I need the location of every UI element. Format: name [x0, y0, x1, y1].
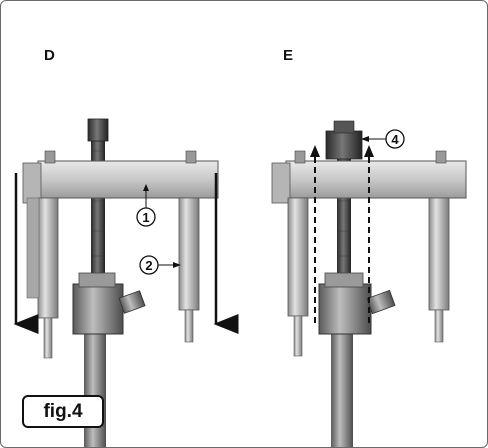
panel-d-tool [13, 118, 239, 447]
side-fitting-e [366, 289, 396, 315]
right-leg [178, 197, 200, 311]
up-arrow-right [364, 145, 374, 157]
left-leg-e [287, 197, 309, 317]
callout-2: 2 [139, 255, 181, 275]
spindle-nut-e [325, 130, 363, 160]
callout-1: 1 [136, 184, 156, 227]
threaded-spindle [91, 121, 105, 286]
injector-body [72, 283, 124, 335]
left-leg [37, 197, 59, 319]
crossbar-e [285, 160, 467, 199]
callout-1-number: 1 [142, 210, 149, 225]
callout-4: 4 [361, 129, 405, 149]
right-leg-e [428, 197, 450, 311]
crossbar [37, 160, 219, 199]
spindle-nut [87, 118, 109, 142]
injector-shaft [84, 331, 106, 447]
up-arrow-left [310, 145, 320, 157]
injector-shaft-e [331, 331, 353, 447]
side-fitting [118, 290, 146, 314]
figure-label: fig.4 [22, 395, 104, 428]
injector-body-e [318, 283, 372, 335]
panel-label-d: D [44, 47, 55, 64]
callout-2-number: 2 [145, 258, 152, 273]
panel-e-tool [271, 120, 467, 447]
panel-label-e: E [283, 47, 294, 64]
callout-4-number: 4 [391, 132, 399, 147]
